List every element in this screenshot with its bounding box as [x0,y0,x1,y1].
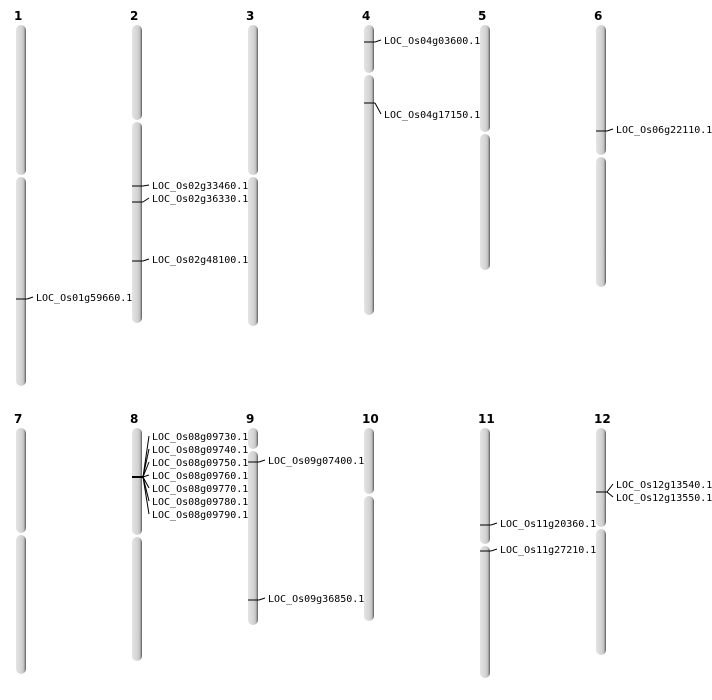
chromosome-arm-long [364,75,374,315]
gene-label: LOC_Os08g09730.1 [152,432,248,443]
chromosome-arm-short [596,25,606,155]
chromosome-arm-short [364,428,374,494]
gene-connector [258,459,266,463]
gene-connector [374,102,382,115]
gene-connector [606,483,614,493]
gene-label: LOC_Os02g33460.1 [152,181,248,192]
gene-connector [142,197,150,203]
chromosome-7: 7 [14,412,26,674]
chromosome-arm-short [132,428,142,535]
gene-connector [142,461,150,478]
gene-label: LOC_Os09g07400.1 [268,456,364,467]
chromosome-8: 8LOC_Os08g09730.1LOC_Os08g09740.1LOC_Os0… [130,412,248,661]
chromosome-arm-short [132,25,142,120]
chromosome-arm-long [16,535,26,674]
chromosome-number: 4 [362,9,370,23]
gene-connector [142,448,150,478]
gene-connector [142,474,150,478]
chromosome-arm-short [596,428,606,527]
gene-connector [606,128,614,132]
chromosome-number: 3 [246,9,254,23]
gene-label: LOC_Os08g09760.1 [152,471,248,482]
chromosome-arm-short [364,25,374,73]
chromosome-arm-long [596,529,606,655]
gene-label: LOC_Os01g59660.1 [36,293,132,304]
gene-label: LOC_Os08g09770.1 [152,484,248,495]
chromosome-arm-long [480,134,490,270]
chromosome-arm-long [132,122,142,323]
gene-label: LOC_Os02g36330.1 [152,194,248,205]
gene-label: LOC_Os04g03600.1 [384,36,480,47]
chromosome-number: 10 [362,412,379,426]
gene-connector [142,476,150,489]
gene-label: LOC_Os09g36850.1 [268,594,364,605]
gene-label: LOC_Os11g20360.1 [500,519,596,530]
chromosome-2: 2LOC_Os02g33460.1LOC_Os02g36330.1LOC_Os0… [130,9,248,323]
gene-label: LOC_Os12g13540.1 [616,480,712,491]
chromosome-number: 1 [14,9,22,23]
chromosome-number: 5 [478,9,486,23]
gene-connector [142,184,150,187]
gene-connector [142,476,150,515]
gene-label: LOC_Os12g13550.1 [616,493,712,504]
chromosome-number: 11 [478,412,495,426]
gene-label: LOC_Os04g17150.1 [384,110,480,121]
chromosome-arm-short [248,25,258,175]
chromosome-number: 2 [130,9,138,23]
chromosome-number: 6 [594,9,602,23]
chromosome-number: 8 [130,412,138,426]
chromosome-number: 12 [594,412,611,426]
gene-label: LOC_Os02g48100.1 [152,255,248,266]
gene-connector [490,548,498,552]
gene-label: LOC_Os08g09740.1 [152,445,248,456]
chromosome-number: 7 [14,412,22,426]
chromosome-3: 3 [246,9,258,326]
gene-connector [490,522,498,526]
gene-label: LOC_Os08g09780.1 [152,497,248,508]
gene-label: LOC_Os06g22110.1 [616,125,712,136]
chromosome-arm-long [132,537,142,661]
chromosome-arm-short [248,428,258,449]
gene-label: LOC_Os08g09750.1 [152,458,248,469]
chromosome-arm-long [596,157,606,287]
chromosome-arm-long [16,177,26,386]
gene-connector [374,39,382,43]
chromosome-arm-short [480,25,490,132]
gene-connector [258,597,266,601]
gene-label: LOC_Os08g09790.1 [152,510,248,521]
gene-connector [142,258,150,262]
chromosome-5: 5 [478,9,490,270]
chromosome-arm-long [248,451,258,625]
chromosome-arm-long [248,177,258,326]
gene-label: LOC_Os11g27210.1 [500,545,596,556]
gene-connector [606,491,614,498]
gene-connector [26,296,34,300]
chromosome-arm-long [364,496,374,621]
chromosome-arm-long [480,546,490,678]
chromosome-number: 9 [246,412,254,426]
chromosome-arm-short [16,25,26,175]
chromosome-10: 10 [362,412,379,621]
chromosome-arm-short [480,428,490,544]
chromosome-arm-short [16,428,26,533]
